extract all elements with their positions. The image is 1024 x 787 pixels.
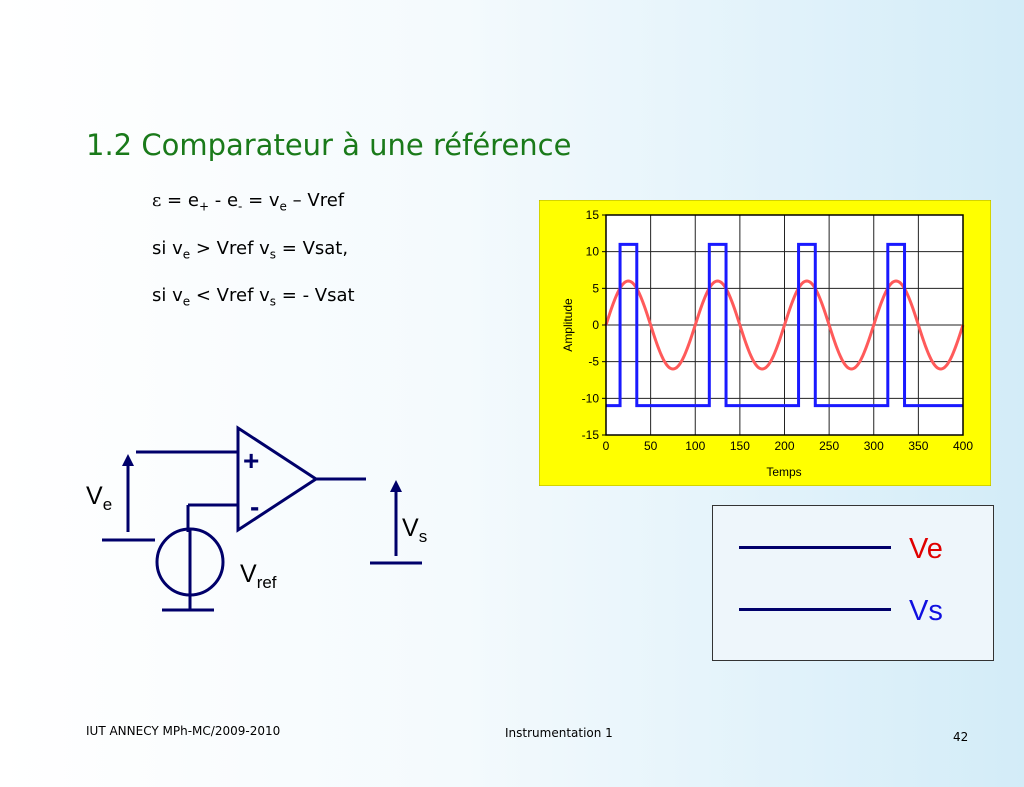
y-tick-label: 10 — [586, 245, 600, 259]
equation-epsilon: ε = e+ - e- = ve – Vref — [152, 190, 345, 214]
x-tick-label: 300 — [864, 439, 884, 453]
legend-label-ve: Ve — [909, 533, 943, 565]
x-tick-label: 150 — [730, 439, 750, 453]
series-vs-line — [606, 242, 963, 408]
footer-course: Instrumentation 1 — [505, 726, 613, 740]
x-tick-label: 350 — [908, 439, 928, 453]
page-number: 42 — [953, 730, 969, 744]
epsilon-symbol: ε — [152, 190, 162, 211]
x-tick-label: 400 — [953, 439, 973, 453]
equation-vsat-negative: si ve < Vref vs = - Vsat — [152, 285, 355, 309]
x-axis-label: Temps — [766, 465, 801, 479]
arrow-ve-head — [122, 454, 134, 466]
y-tick-label: -15 — [582, 428, 600, 442]
x-tick-label: 200 — [774, 439, 794, 453]
x-tick-label: 0 — [603, 439, 610, 453]
x-tick-label: 50 — [644, 439, 658, 453]
y-axis-label: Amplitude — [561, 298, 575, 352]
arrow-vs-head — [390, 480, 402, 492]
y-tick-label: -5 — [588, 355, 599, 369]
legend-box: Ve Vs — [712, 505, 994, 661]
minus-sign: - — [250, 491, 259, 522]
opamp-triangle — [236, 425, 319, 533]
y-tick-label: 5 — [592, 281, 599, 295]
y-tick-label: 15 — [586, 208, 600, 222]
chart-series — [604, 242, 965, 408]
x-tick-label: 250 — [819, 439, 839, 453]
legend-line-ve — [739, 546, 891, 549]
legend-line-vs — [739, 608, 891, 611]
y-tick-label: 0 — [592, 318, 599, 332]
x-tick-label: 100 — [685, 439, 705, 453]
footer-institution: IUT ANNECY MPh-MC/2009-2010 — [86, 724, 281, 738]
plus-sign: + — [243, 445, 259, 476]
label-ve: Ve — [86, 482, 113, 514]
y-tick-label: -10 — [582, 391, 600, 405]
label-vref: Vref — [240, 560, 277, 592]
equation-vsat-positive: si ve > Vref vs = Vsat, — [152, 238, 349, 262]
label-vs: Vs — [402, 514, 428, 546]
legend-label-vs: Vs — [909, 595, 943, 627]
slide-title: 1.2 Comparateur à une référence — [86, 128, 572, 162]
comparator-circuit: + - — [102, 425, 422, 612]
